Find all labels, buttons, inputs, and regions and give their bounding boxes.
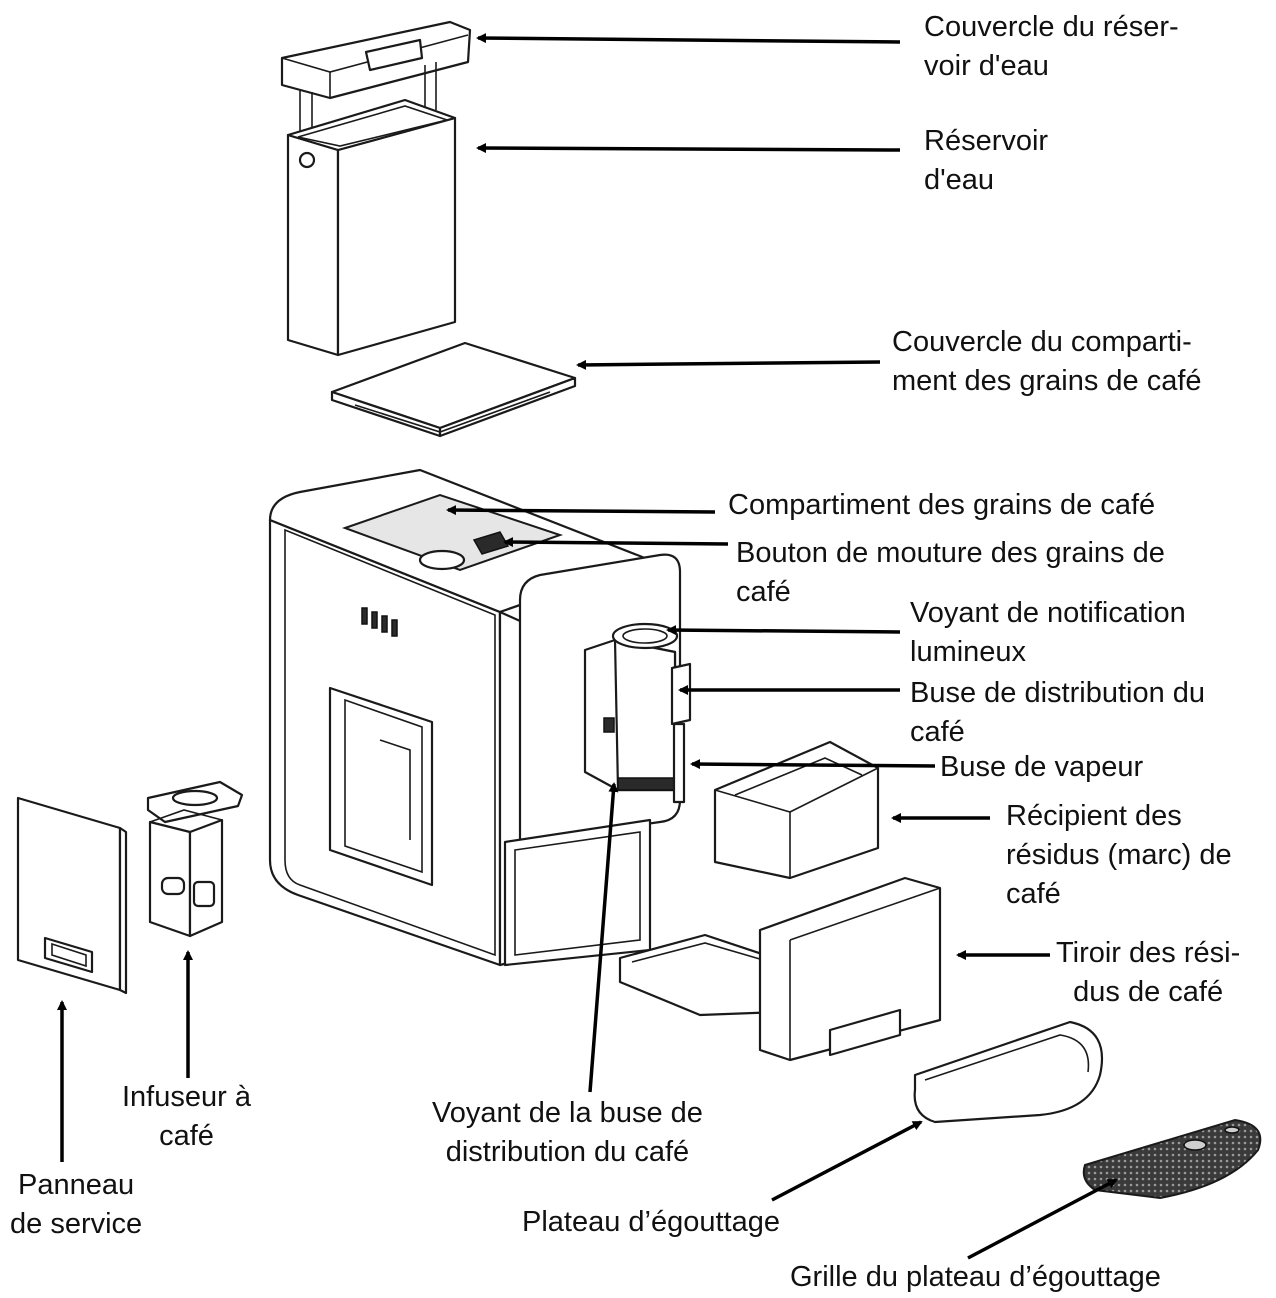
grounds-drawer-drawing bbox=[618, 876, 942, 1062]
label-drip-tray-grid: Grille du plateau d’égouttage bbox=[790, 1261, 1161, 1293]
leader-arrows bbox=[57, 33, 1118, 1260]
label-brew-unit: Infuseur à café bbox=[122, 1081, 251, 1152]
water-tank-lid-drawing bbox=[280, 20, 472, 150]
label-water-tank-lid: Couvercle du réser- voir d'eau bbox=[924, 11, 1179, 82]
grounds-container-drawing bbox=[713, 740, 880, 880]
arrow-steam-wand bbox=[690, 759, 936, 770]
arrow-grind-knob bbox=[503, 537, 729, 548]
arrow-drip-tray bbox=[771, 1120, 923, 1202]
brew-unit-drawing bbox=[146, 780, 244, 938]
service-panel-drawing bbox=[16, 796, 128, 995]
drip-tray-grid-drawing bbox=[1082, 1118, 1262, 1200]
arrow-drip-tray-grid bbox=[967, 1178, 1118, 1260]
arrow-bean-compartment bbox=[446, 505, 716, 516]
label-spout-light: Voyant de la buse de distribution du caf… bbox=[432, 1097, 703, 1168]
label-steam-wand: Buse de vapeur bbox=[940, 751, 1144, 783]
bean-compartment-lid-drawing bbox=[330, 341, 577, 438]
label-grounds-container: Récipient des résidus (marc) de café bbox=[1006, 800, 1232, 910]
label-drip-tray: Plateau d’égouttage bbox=[522, 1206, 780, 1238]
arrow-water-tank-lid bbox=[476, 33, 901, 44]
drip-tray-drawing bbox=[913, 1020, 1104, 1124]
label-notification-light: Voyant de notification lumineux bbox=[910, 597, 1186, 668]
label-grounds-drawer: Tiroir des rési- dus de café bbox=[1056, 937, 1241, 1008]
label-grind-knob: Bouton de mouture des grains de café bbox=[736, 537, 1165, 608]
machine-body-drawing bbox=[268, 468, 692, 967]
arrow-spout-light bbox=[588, 782, 619, 1093]
arrow-water-tank bbox=[476, 143, 901, 154]
arrow-notification-light bbox=[666, 625, 901, 636]
label-service-panel: Panneau de service bbox=[10, 1169, 143, 1240]
label-bean-compartment: Compartiment des grains de café bbox=[728, 489, 1156, 521]
water-tank-drawing bbox=[286, 98, 457, 357]
label-coffee-spout: Buse de distribution du café bbox=[910, 677, 1206, 748]
label-bean-compartment-lid: Couvercle du comparti- ment des grains d… bbox=[892, 326, 1202, 397]
label-water-tank: Réservoir d'eau bbox=[924, 125, 1049, 196]
vent-slots bbox=[361, 607, 398, 637]
arrow-bean-compartment-lid bbox=[576, 359, 881, 370]
